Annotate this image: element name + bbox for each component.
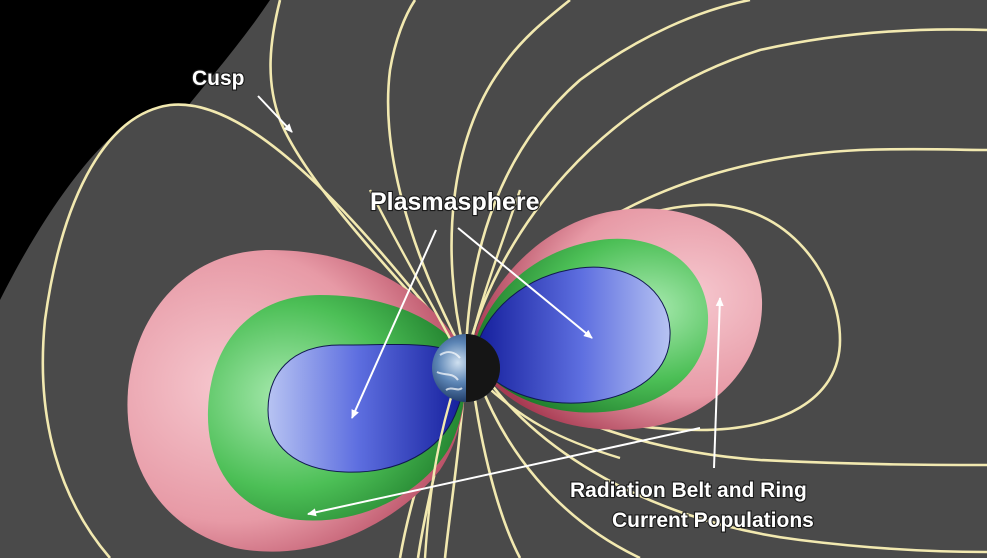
open-field-line-3 xyxy=(464,0,751,351)
radiation-label-line1: Radiation Belt and Ring xyxy=(570,479,807,502)
plasmasphere-label: Plasmasphere xyxy=(370,188,540,216)
radiation-label-line2: Current Populations xyxy=(612,509,814,532)
cusp-label: Cusp xyxy=(192,67,245,90)
open-field-line-2 xyxy=(450,0,571,351)
near-earth-field-line-1 xyxy=(368,189,457,349)
radiation-arrow-left xyxy=(307,427,701,517)
annotation-arrows xyxy=(257,95,724,517)
earth-clouds xyxy=(436,351,463,391)
inner-region-right xyxy=(473,266,671,404)
cusp-arrow xyxy=(257,95,293,133)
inner-region-left xyxy=(267,343,467,473)
dayside-field-line xyxy=(41,103,464,558)
open-field-line-1 xyxy=(386,0,464,351)
plasmasphere-arrow-right xyxy=(457,227,593,339)
earth-night-side xyxy=(466,334,500,402)
tail-field-line-1 xyxy=(466,28,987,351)
near-earth-field-line-2 xyxy=(468,189,522,349)
earth xyxy=(432,334,500,402)
tail-field-line-5 xyxy=(472,357,987,554)
radiation-arrow-right xyxy=(713,297,724,469)
plasmasphere-arrow-left xyxy=(351,229,437,419)
cusp-field-line xyxy=(269,0,463,351)
